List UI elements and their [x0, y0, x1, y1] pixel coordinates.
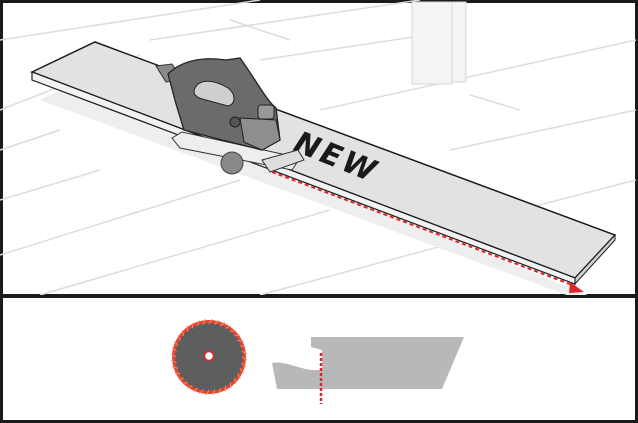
blade-tooth — [199, 389, 204, 395]
blade-tooth — [229, 382, 232, 389]
blade-tooth — [234, 334, 241, 337]
blade-tooth — [202, 318, 206, 325]
blade-tooth — [241, 356, 248, 361]
board-profile-detail — [272, 337, 464, 404]
blade-tooth — [170, 353, 177, 358]
blade-tooth — [197, 320, 200, 327]
blade-tooth — [208, 318, 213, 325]
blade-tooth — [212, 389, 216, 396]
table-leg — [411, 1, 467, 85]
blade-tooth — [177, 335, 181, 341]
saw-blade-detail — [170, 318, 248, 396]
blade-tooth — [225, 325, 231, 329]
blade-tooth — [219, 322, 226, 327]
blade-arbor — [203, 350, 215, 362]
blade-tooth — [214, 319, 219, 325]
blade-tooth — [237, 373, 241, 379]
saw-blade — [220, 151, 244, 175]
saw-handle-hole — [193, 80, 235, 107]
blade-tooth — [230, 329, 236, 333]
bottom-panel — [0, 295, 638, 423]
blade-tooth — [174, 340, 179, 347]
blade-tooth — [241, 362, 247, 367]
blade-tooth — [181, 330, 185, 336]
blade-tooth — [187, 385, 193, 389]
blade-tooth — [192, 387, 199, 392]
blade-tooth — [172, 366, 179, 369]
circular-saw — [155, 57, 305, 175]
blade-tooth — [205, 389, 210, 396]
arrow-icon — [569, 282, 584, 293]
blade-tooth — [177, 377, 184, 380]
blade-tooth — [233, 378, 237, 384]
blade-tooth — [186, 325, 189, 332]
blade-tooth — [241, 350, 248, 354]
saw-depth-lever — [257, 104, 275, 120]
cut-line — [271, 171, 584, 293]
saw-knob — [229, 116, 241, 128]
blade-tooth — [239, 367, 244, 374]
blade-tooth — [170, 360, 177, 364]
top-panel: NEW — [0, 0, 638, 300]
blade-tooth — [182, 381, 188, 385]
blade-tooth — [239, 345, 246, 348]
blade-tooth — [171, 347, 177, 352]
blade-tooth — [218, 387, 221, 394]
